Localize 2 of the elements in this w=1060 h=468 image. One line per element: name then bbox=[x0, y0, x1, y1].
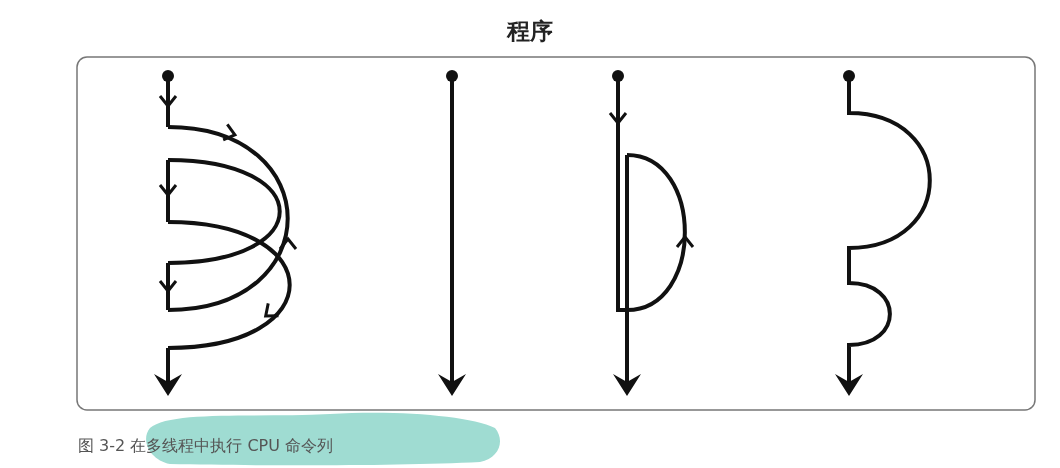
figure-caption: 图 3-2 在多线程中执行 CPU 命令列 bbox=[78, 436, 333, 457]
diagram-title: 程序 bbox=[506, 17, 554, 46]
